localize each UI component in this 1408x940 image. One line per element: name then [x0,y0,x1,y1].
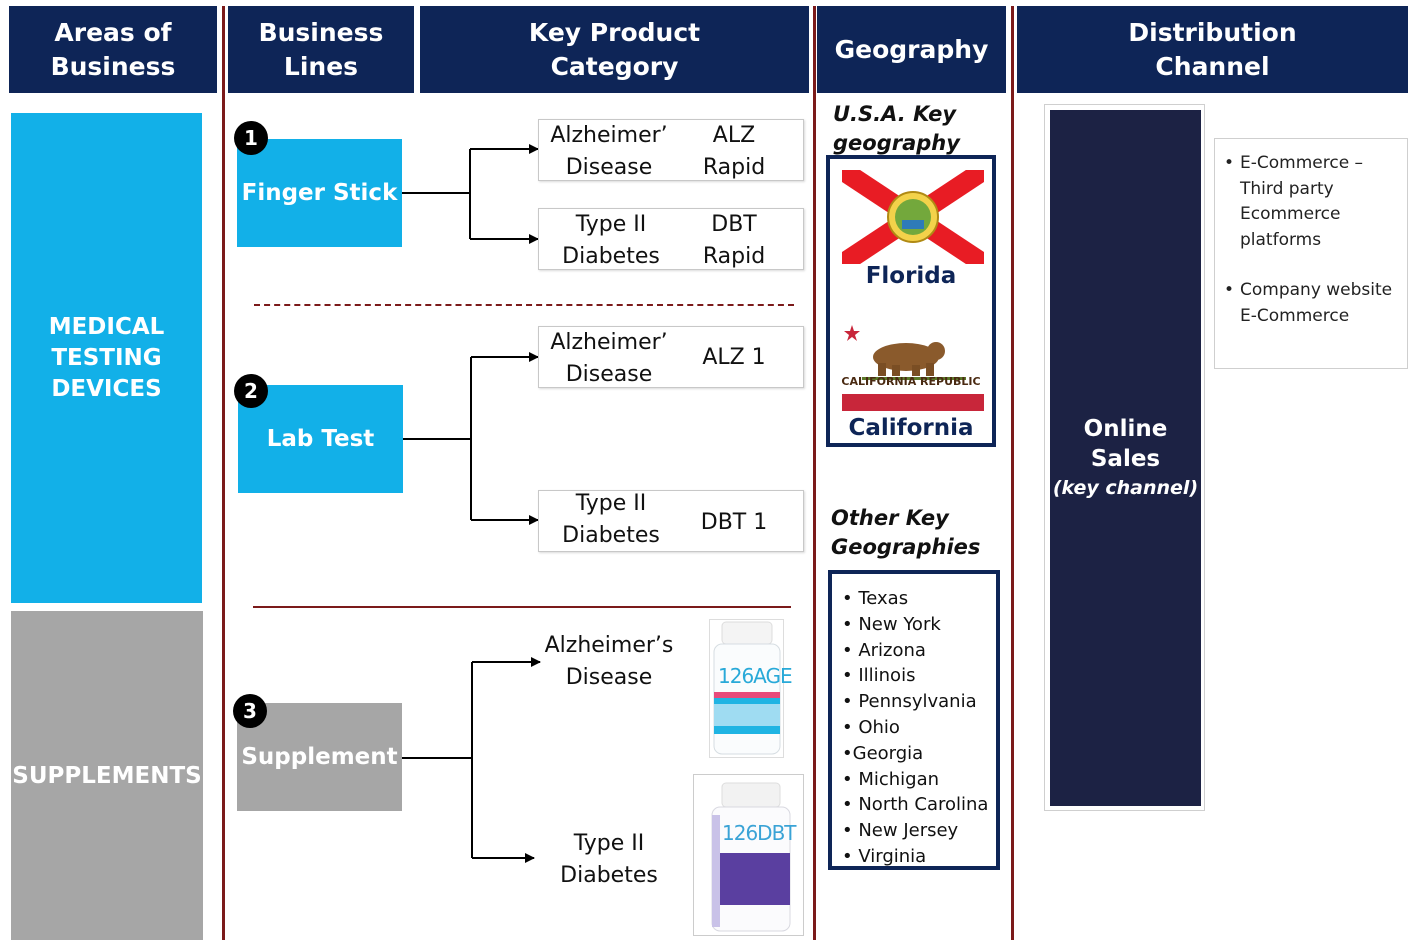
product-category-alzheimers: Alzheimer’s Disease [544,633,674,690]
area-supplements: SUPPLEMENTS [11,611,203,940]
geography-item: • Ohio [842,716,900,738]
product-category: Type II Diabetes [562,212,660,269]
product-name: DBT Rapid [702,212,766,269]
channel-list: •E-Commerce – Third party Ecommerce plat… [1224,151,1407,329]
florida-flag-icon [842,170,984,264]
product-category: Alzheimer’ Disease [550,330,668,387]
channel-item: •E-Commerce – Third party Ecommerce plat… [1224,151,1407,253]
california-flag-icon [842,319,984,411]
geography-item: • Virginia [842,845,927,867]
header-distribution: Distribution Channel [1017,6,1408,93]
product-name: DBT 1 [700,510,768,535]
other-key-geographies-title: Other Key Geographies [831,506,981,559]
business-line-label: Finger Stick [241,180,398,206]
step-2-badge: 2 [234,374,268,408]
online-sales-title: Online Sales [1083,416,1168,472]
column-divider [222,6,225,940]
geography-item: • Texas [842,588,909,609]
state-california: California [848,415,974,441]
product-category: Alzheimer’ Disease [550,123,668,180]
channel-item-text: Company website E-Commerce [1240,280,1393,326]
header-areas: Areas of Business [9,6,217,93]
geography-item: • Pennsylvania [842,691,977,713]
product-name: ALZ 1 [702,345,766,370]
header-geography: Geography [817,6,1006,93]
geography-item: • New Jersey [842,820,959,842]
other-geographies-list: • Texas • New York • Arizona • Illinois … [842,586,996,870]
business-line-lab-test: Lab Test [238,385,403,493]
online-sales-subtitle: (key channel) [1052,477,1199,499]
product-alz-1: Alzheimer’ Disease ALZ 1 [538,326,804,388]
column-divider [1011,6,1014,940]
business-line-label: Lab Test [266,426,375,452]
product-dbt-rapid: Type II Diabetes DBT Rapid [538,208,804,270]
online-sales-panel: Online Sales (key channel) [1050,110,1201,806]
geography-item: • New York [842,613,941,635]
usa-states-box: Florida CALIFORNIA REPUBLIC California [826,155,996,447]
area-medical-testing-devices: MEDICAL TESTING DEVICES [11,113,202,603]
channel-item-text: E-Commerce – Third party Ecommerce platf… [1240,153,1364,250]
header-key-product: Key Product Category [420,6,809,93]
bottle-126dbt-image: 126DBT [693,774,804,936]
product-name: ALZ Rapid [702,123,766,180]
group-divider [253,606,791,608]
bottle-label: 126DBT [722,821,797,845]
california-flag-text: CALIFORNIA REPUBLIC [841,375,981,388]
business-line-supplement: Supplement [237,703,402,811]
other-geographies-box: • Texas • New York • Arizona • Illinois … [828,570,1000,870]
step-1-badge: 1 [234,121,268,155]
group-divider-dashed [254,304,794,306]
bottle-label: 126AGE [718,664,793,688]
column-divider [813,6,816,940]
channel-details-box: •E-Commerce – Third party Ecommerce plat… [1214,138,1408,369]
geography-item: • Arizona [842,639,926,661]
step-3-badge: 3 [233,694,267,728]
geography-item: •Georgia [842,742,924,764]
header-business-lines: Business Lines [228,6,414,93]
product-dbt-1: Type II Diabetes DBT 1 [538,490,804,552]
channel-item: •Company website E-Commerce [1224,278,1407,329]
bottle-126age-image: 126AGE [709,619,793,758]
state-florida: Florida [865,263,957,289]
product-category: Type II Diabetes [562,491,660,548]
usa-key-geography-title: U.S.A. Key geography [833,102,960,155]
geography-item: • Michigan [842,768,940,790]
product-alz-rapid: Alzheimer’ Disease ALZ Rapid [538,119,804,181]
geography-item: • North Carolina [842,794,989,816]
product-category-diabetes: Type II Diabetes [560,831,658,888]
business-line-finger-stick: Finger Stick [237,139,402,247]
geography-item: • Illinois [842,665,916,687]
business-line-label: Supplement [241,744,398,770]
